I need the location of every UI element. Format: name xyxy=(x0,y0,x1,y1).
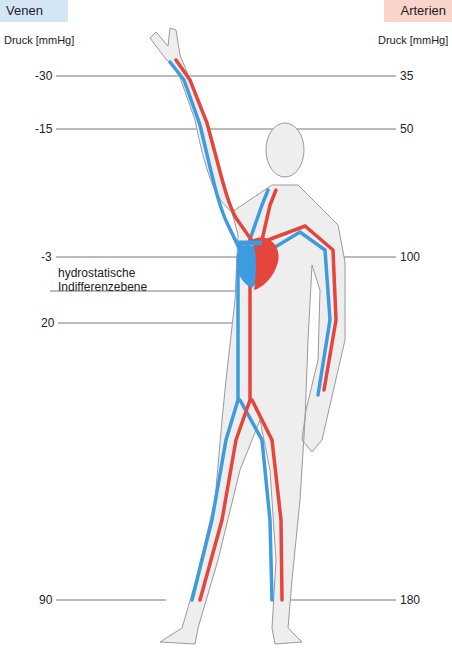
heart xyxy=(236,237,278,290)
plane-label: hydrostatische Indifferenzebene xyxy=(58,266,178,294)
pressure-value: 50 xyxy=(400,122,413,136)
pressure-value: 100 xyxy=(400,250,420,264)
vessels xyxy=(170,60,336,600)
pressure-value: 20 xyxy=(41,316,54,330)
axis-unit: Druck [mmHg] xyxy=(378,33,448,47)
pressure-value: 180 xyxy=(400,593,420,607)
human-body xyxy=(150,28,345,644)
pressure-value: 35 xyxy=(400,69,413,83)
pressure-value: -30 xyxy=(35,69,52,83)
header-text: Arterien xyxy=(390,3,446,19)
header-box: Venen xyxy=(0,0,68,22)
pressure-value: -15 xyxy=(35,122,52,136)
header-text: Venen xyxy=(6,3,62,19)
header-box: Arterien xyxy=(384,0,452,22)
pressure-value: 90 xyxy=(39,593,52,607)
axis-unit: Druck [mmHg] xyxy=(4,33,74,47)
pressure-value: -3 xyxy=(41,250,52,264)
